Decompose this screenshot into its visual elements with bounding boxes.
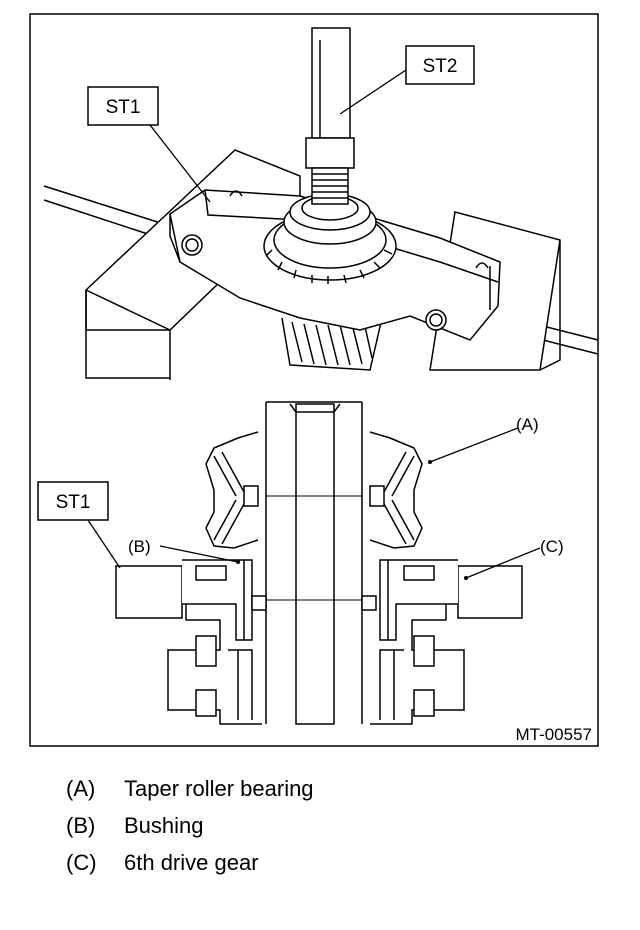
- top-view-illustration: [43, 27, 599, 380]
- legend-row: (A) Taper roller bearing: [66, 770, 586, 807]
- legend-description: Bushing: [124, 812, 204, 838]
- legend-key: (B): [66, 812, 96, 838]
- callout-st1-bottom: ST1: [37, 481, 121, 569]
- callout-c-label: (C): [540, 537, 564, 556]
- st2-shaft: [311, 27, 351, 139]
- figure-code: MT-00557: [515, 725, 592, 744]
- st1-block-left: [115, 565, 183, 619]
- legend-row: (B) Bushing: [66, 807, 586, 844]
- callout-a: (A): [428, 415, 539, 464]
- callout-b: (B): [128, 537, 240, 564]
- st1-block-right: [457, 565, 523, 619]
- drive-gear-left: [167, 559, 262, 725]
- callout-a-label: (A): [516, 415, 539, 434]
- callout-st1-top: ST1: [87, 86, 211, 203]
- callout-st2: ST2: [339, 45, 475, 115]
- callout-c: (C): [464, 537, 564, 580]
- legend-key: (A): [66, 775, 96, 801]
- cross-section-illustration: [115, 401, 523, 725]
- legend-description: 6th drive gear: [124, 849, 259, 875]
- callout-b-label: (B): [128, 537, 151, 556]
- callout-st1-top-label: ST1: [106, 97, 141, 118]
- taper-roller-bearing-left: [205, 431, 259, 549]
- callout-st2-label: ST2: [423, 56, 458, 77]
- taper-roller-bearing-right: [369, 431, 423, 549]
- installation-diagram: ST1 ST2: [29, 13, 599, 747]
- helical-gear: [281, 317, 383, 371]
- drive-gear-right: [370, 559, 465, 725]
- legend: (A) Taper roller bearing (B) Bushing (C)…: [66, 770, 586, 881]
- callout-st1-bottom-label: ST1: [56, 492, 91, 513]
- legend-key: (C): [66, 849, 97, 875]
- legend-description: Taper roller bearing: [124, 775, 314, 801]
- legend-row: (C) 6th drive gear: [66, 844, 586, 881]
